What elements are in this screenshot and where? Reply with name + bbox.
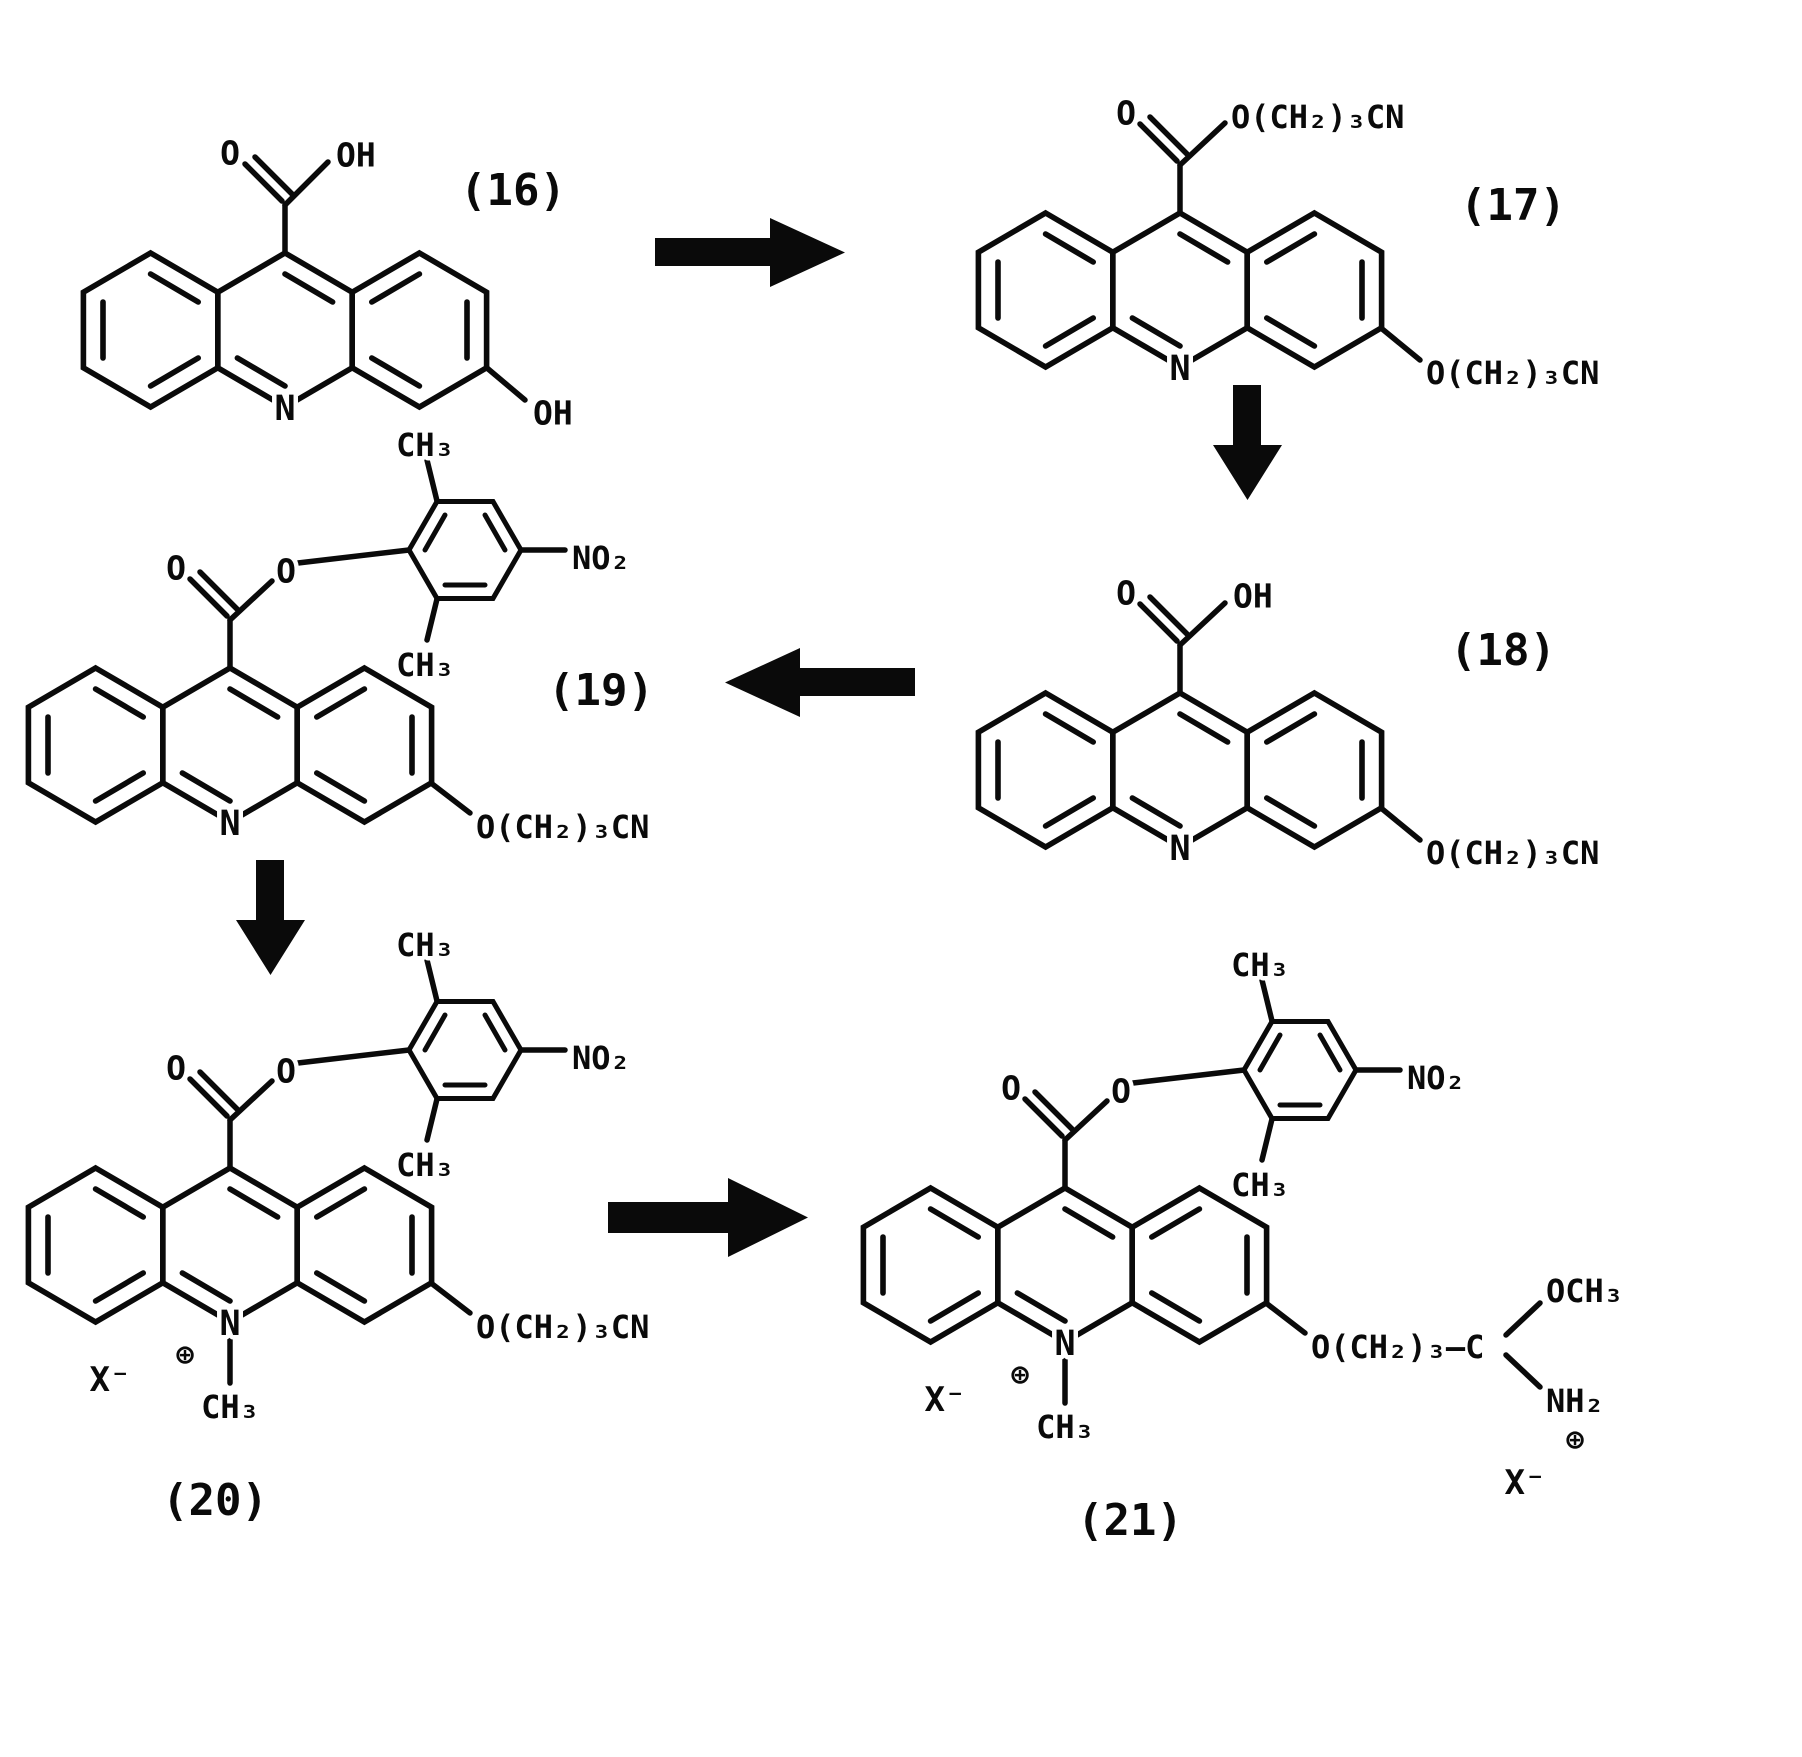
ether-chain-label: O(CH₂)₃CN [476, 1308, 649, 1346]
compound-21-structure: O O CH₃ CH₃ NO₂ O(CH₂)₃–C OCH₃ NH₂ ⊕ X⁻ … [800, 942, 1628, 1551]
carbonyl-oxygen-label: O [1001, 1069, 1021, 1108]
ring-nitrogen-label: N [1054, 1324, 1075, 1364]
acridine-skeleton [978, 693, 1381, 847]
acid-hydroxyl-label: OH [1233, 577, 1273, 616]
acridine-skeleton [28, 668, 431, 822]
aryl-methyl-bottom-label: CH₃ [1231, 1166, 1289, 1204]
arrow-20-to-21 [608, 1170, 808, 1269]
right-arrow-icon [608, 1178, 808, 1257]
compound-18-bonds [1137, 594, 1423, 843]
ring-nitrogen-label: N [219, 804, 240, 844]
compound-number: (20) [162, 1475, 268, 1526]
down-arrow-icon [236, 860, 305, 975]
compound-17-structure: O O(CH₂)₃CN O(CH₂)₃CN N (17) [930, 89, 1604, 397]
compound-17: O O(CH₂)₃CN O(CH₂)₃CN N (17) [930, 45, 1650, 549]
aryl-methyl-top-label: CH₃ [396, 426, 454, 464]
down-arrow-icon [1213, 385, 1282, 500]
dimethylnitrophenyl-ring [1244, 1022, 1356, 1119]
ester-oxygen-label: O [276, 552, 296, 591]
compound-18: O OH O(CH₂)₃CN N (18) [930, 510, 1650, 984]
imidate-chain-label: O(CH₂)₃–C [1311, 1328, 1484, 1366]
arrow-17-to-18 [1205, 385, 1290, 504]
imidate-amino-label: NH₂ [1546, 1382, 1604, 1420]
carbonyl-oxygen-label: O [220, 134, 240, 173]
ring-nitrogen-label: N [274, 389, 295, 429]
aryl-methyl-bottom-label: CH₃ [396, 1146, 454, 1184]
nitro-group-label: NO₂ [1407, 1059, 1465, 1097]
n-methyl-label: CH₃ [201, 1388, 259, 1426]
nitrogen-plus-charge-icon: ⊕ [1011, 1358, 1029, 1393]
ester-oxygen-label: O [1111, 1072, 1131, 1111]
ether-chain-label: O(CH₂)₃CN [1426, 354, 1599, 392]
compound-21: O O CH₃ CH₃ NO₂ O(CH₂)₃–C OCH₃ NH₂ ⊕ X⁻ … [800, 935, 1780, 1739]
n-methyl-label: CH₃ [1036, 1408, 1094, 1446]
nitro-group-label: NO₂ [572, 1039, 630, 1077]
ether-chain-label: O(CH₂)₃CN [1426, 834, 1599, 872]
compound-20-structure: O O CH₃ CH₃ NO₂ O(CH₂)₃CN N ⊕ X⁻ CH₃ (20… [0, 922, 654, 1531]
aryl-methyl-bottom-label: CH₃ [396, 646, 454, 684]
acridine-skeleton [863, 1188, 1266, 1342]
dimethylnitrophenyl-ring [409, 502, 521, 599]
compound-number: (16) [460, 165, 566, 216]
counterion-label: X⁻ [925, 1380, 966, 1420]
aryl-methyl-top-label: CH₃ [396, 926, 454, 964]
carbonyl-oxygen-label: O [1116, 94, 1136, 133]
compound-16-structure: O OH OH N (16) [30, 129, 577, 437]
compound-21-bonds [1022, 977, 1543, 1406]
compound-20: O O CH₃ CH₃ NO₂ O(CH₂)₃CN N ⊕ X⁻ CH₃ (20… [0, 915, 780, 1559]
ether-chain-label: O(CH₂)₃CN [476, 808, 649, 846]
left-arrow-icon [725, 648, 915, 717]
compound-number: (18) [1450, 625, 1556, 676]
compound-18-structure: O OH O(CH₂)₃CN N (18) [930, 569, 1604, 877]
imidate-plus-charge-icon: ⊕ [1566, 1423, 1584, 1458]
compound-17-bonds [1137, 114, 1423, 363]
acid-hydroxyl-label: OH [336, 136, 376, 175]
acridine-skeleton [978, 213, 1381, 367]
compound-number: (21) [1077, 1495, 1183, 1546]
carbonyl-oxygen-label: O [166, 549, 186, 588]
carbonyl-oxygen-label: O [166, 1049, 186, 1088]
arrow-19-to-20 [228, 860, 313, 979]
counterion-label: X⁻ [90, 1360, 131, 1400]
ring-nitrogen-label: N [219, 1304, 240, 1344]
right-arrow-icon [655, 218, 845, 287]
nitro-group-label: NO₂ [572, 539, 630, 577]
dimethylnitrophenyl-ring [409, 1002, 521, 1099]
ester-oxygen-label: O [276, 1052, 296, 1091]
compound-number: (17) [1460, 180, 1566, 231]
ring-nitrogen-label: N [1169, 829, 1190, 869]
imidate-methoxy-label: OCH₃ [1546, 1272, 1623, 1310]
compound-20-bonds [187, 957, 568, 1386]
compound-16: O OH OH N (16) [30, 55, 650, 489]
carbonyl-oxygen-label: O [1116, 574, 1136, 613]
imidate-counterion-label: X⁻ [1505, 1463, 1546, 1503]
arrow-16-to-17 [655, 210, 845, 299]
compound-19-structure: O O CH₃ CH₃ NO₂ O(CH₂)₃CN N (19) [0, 422, 658, 851]
compound-16-bonds [242, 154, 528, 403]
compound-19-bonds [187, 457, 568, 816]
ester-chain-label: O(CH₂)₃CN [1231, 98, 1404, 136]
acridine-skeleton [83, 253, 486, 407]
compound-19: O O CH₃ CH₃ NO₂ O(CH₂)₃CN N (19) [0, 415, 780, 919]
compound-number: (19) [548, 665, 654, 716]
aryl-methyl-top-label: CH₃ [1231, 946, 1289, 984]
nitrogen-plus-charge-icon: ⊕ [176, 1338, 194, 1373]
acridine-skeleton [28, 1168, 431, 1322]
ring-hydroxyl-label: OH [533, 394, 573, 433]
ring-nitrogen-label: N [1169, 349, 1190, 389]
arrow-18-to-19 [725, 640, 915, 729]
